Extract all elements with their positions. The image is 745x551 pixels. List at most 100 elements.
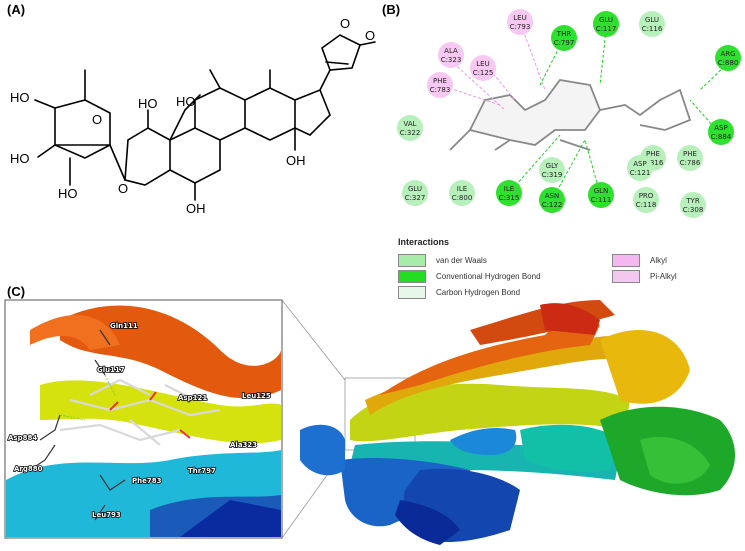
residue-name: PHE xyxy=(433,77,447,85)
residue-name: ILE xyxy=(457,185,467,193)
zoom-label-asp121: Asp121 xyxy=(178,394,207,402)
residue-num: C:315 xyxy=(499,194,520,202)
residue-num: C:111 xyxy=(591,196,612,204)
residue-name: GLU xyxy=(645,16,659,24)
zoom-label-arg880: Arg880 xyxy=(14,465,43,473)
panel-label-c: (C) xyxy=(7,284,26,299)
panel-label-b: (B) xyxy=(382,2,401,17)
residue-name: ASP xyxy=(633,160,646,168)
label-o-lactone: O xyxy=(340,16,350,31)
legend-label-pialkyl: Pi-Alkyl xyxy=(650,272,677,281)
residue-circle xyxy=(551,25,577,51)
legend-swatch-alkyl xyxy=(612,254,640,267)
label-oh-1: OH xyxy=(186,201,206,216)
residue-circle xyxy=(402,180,428,206)
legend-item-vdw: van der Waals xyxy=(398,254,487,267)
residue-num: C:308 xyxy=(683,206,704,214)
legend-label-alkyl: Alkyl xyxy=(650,256,667,265)
residue-num: C:327 xyxy=(405,194,426,202)
zoom-label-thr797: Thr797 xyxy=(188,467,216,475)
residue-circle xyxy=(539,187,565,213)
residue-circle xyxy=(715,45,741,71)
legend-item-alkyl: Alkyl xyxy=(612,254,667,267)
residue-name: ALA xyxy=(444,47,458,55)
residue-name: GLY xyxy=(546,162,559,170)
residue-name: ARG xyxy=(720,50,735,58)
residue-circle xyxy=(588,182,614,208)
label-ho-2: HO xyxy=(10,151,30,166)
residue-num: C:125 xyxy=(473,69,494,77)
zoom-label-leu125: Leu125 xyxy=(242,392,271,400)
residue-circle xyxy=(496,180,522,206)
zoom-label-phe783: Phe783 xyxy=(132,477,162,485)
zoom-label-leu793: Leu793 xyxy=(92,511,121,519)
legend-swatch-vdw xyxy=(398,254,426,267)
legend-item-chbond: Carbon Hydrogen Bond xyxy=(398,286,520,299)
legend-swatch-chbond xyxy=(398,286,426,299)
residue-circle xyxy=(449,180,475,206)
label-ho-4: HO xyxy=(138,96,158,111)
residue-name: LEU xyxy=(476,60,489,68)
residue-circle xyxy=(627,155,653,181)
residue-name: TYR xyxy=(685,197,700,205)
residue-num: C:316 xyxy=(643,159,664,167)
zoom-label-asp884: Asp884 xyxy=(8,434,37,442)
residue-name: PRO xyxy=(639,192,654,200)
residue-name: LEU xyxy=(513,14,526,22)
legend-item-hbond: Conventional Hydrogen Bond xyxy=(398,270,541,283)
label-ho-5: HO xyxy=(176,94,196,109)
residue-name: GLN xyxy=(594,187,609,195)
residue-name: ASP xyxy=(714,124,727,132)
residue-circle xyxy=(593,11,619,37)
residue-name: ILE xyxy=(504,185,514,193)
legend-label-hbond: Conventional Hydrogen Bond xyxy=(436,272,541,281)
residue-num: C:319 xyxy=(542,171,563,179)
legend-swatch-pialkyl xyxy=(612,270,640,283)
residue-num: C:116 xyxy=(642,25,663,33)
residue-circle xyxy=(708,119,734,145)
residue-circle xyxy=(438,42,464,68)
residue-name: VAL xyxy=(403,120,416,128)
residue-num: C:797 xyxy=(554,39,575,47)
residue-num: C:884 xyxy=(711,133,732,141)
interaction-diagram: ALAC:323LEUC:793THRC:797GLUC:117GLUC:116… xyxy=(397,9,741,218)
residue-circle xyxy=(680,192,706,218)
chemical-structure: HO HO HO HO HO OH OH O O O O xyxy=(10,16,376,216)
zoom-label-ala323: Ala323 xyxy=(230,441,257,449)
residue-name: ASN xyxy=(545,192,559,200)
residue-circle xyxy=(507,9,533,35)
residue-name: PHE xyxy=(646,150,660,158)
residue-circle xyxy=(427,72,453,98)
residue-circle xyxy=(539,157,565,183)
zoom-inset-box xyxy=(4,299,283,539)
legend-label-chbond: Carbon Hydrogen Bond xyxy=(436,288,521,297)
legend-label-vdw: van der Waals xyxy=(436,256,487,265)
residue-name: GLU xyxy=(599,16,613,24)
legend-swatch-hbond xyxy=(398,270,426,283)
residue-num: C:117 xyxy=(596,25,617,33)
label-o-ring: O xyxy=(92,112,102,127)
label-ho-1: HO xyxy=(10,90,30,105)
residue-circle xyxy=(639,11,665,37)
residue-num: C:323 xyxy=(441,56,462,64)
residue-num: C:786 xyxy=(680,159,701,167)
residue-num: C:121 xyxy=(630,169,651,177)
label-o-link: O xyxy=(118,181,128,196)
residue-num: C:800 xyxy=(452,194,473,202)
